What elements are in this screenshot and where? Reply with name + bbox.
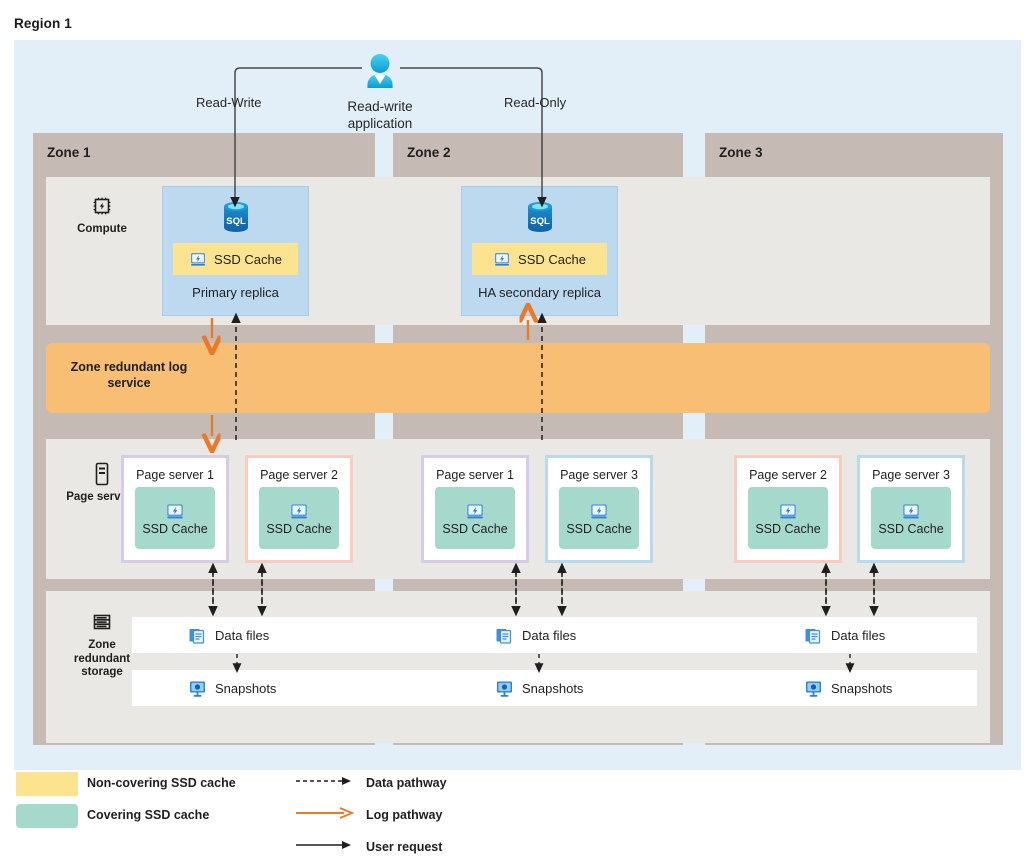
legend-label-data-pathway: Data pathway: [366, 776, 447, 790]
legend-arrow-user-request: [296, 841, 351, 849]
user-icon: [359, 52, 401, 96]
primary-replica-name: Primary replica: [192, 285, 279, 300]
read-only-path-label: Read-Only: [504, 95, 567, 110]
data-files-item[interactable]: Data files: [188, 617, 269, 653]
ssd-icon: [493, 250, 511, 268]
data-files-item[interactable]: Data files: [495, 617, 576, 653]
compute-row-label: Compute: [64, 193, 140, 237]
ssd-cache-chip: SSD Cache: [871, 487, 951, 549]
ssd-cache-chip: SSD Cache: [173, 243, 298, 275]
page-server-title: Page server 1: [436, 468, 514, 482]
svg-text:SQL: SQL: [226, 216, 246, 227]
legend-label-log-pathway: Log pathway: [366, 808, 443, 822]
read-write-path-label: Read-Write: [196, 95, 262, 110]
ssd-icon: [464, 501, 486, 521]
page-servers-row-label: Page servers: [64, 461, 140, 505]
log-service-label: Zone redundant log service: [70, 360, 188, 390]
page-server-card[interactable]: Page server 3 SSD Cache: [545, 455, 653, 563]
snapshot-item[interactable]: Snapshots: [804, 670, 892, 706]
ssd-cache-label: SSD Cache: [755, 521, 821, 536]
page-server-title: Page server 3: [560, 468, 638, 482]
snapshot-icon: [188, 679, 207, 698]
ssd-icon: [900, 501, 922, 521]
data-files-icon: [804, 626, 823, 645]
ssd-icon: [189, 250, 207, 268]
storage-band: Zone redundant storage: [46, 591, 990, 743]
ssd-icon: [288, 501, 310, 521]
snapshot-label: Snapshots: [522, 680, 584, 696]
ssd-cache-chip: SSD Cache: [259, 487, 339, 549]
storage-stack-icon: [64, 609, 140, 635]
ssd-cache-label: SSD Cache: [878, 521, 944, 536]
snapshot-label: Snapshots: [831, 680, 893, 696]
legend-swatch-covering: [16, 804, 78, 828]
ssd-cache-label: SSD Cache: [214, 251, 282, 267]
primary-replica-card[interactable]: SQL SSD Cache Primary replica: [162, 186, 309, 316]
read-write-application-node[interactable]: Read-write application: [330, 52, 430, 132]
snapshots-row: Snapshots Snapshots Snapshots: [132, 670, 977, 706]
snapshot-item[interactable]: Snapshots: [495, 670, 583, 706]
ssd-icon: [164, 501, 186, 521]
page-server-card[interactable]: Page server 1 SSD Cache: [421, 455, 529, 563]
data-files-row: Data files Data files Data files: [132, 617, 977, 653]
region-title: Region 1: [14, 16, 72, 31]
ssd-cache-chip: SSD Cache: [559, 487, 639, 549]
data-files-icon: [188, 626, 207, 645]
legend-label-user-request: User request: [366, 840, 443, 854]
ssd-icon: [588, 501, 610, 521]
storage-row-caption: Zone redundant storage: [73, 639, 131, 678]
snapshot-label: Snapshots: [215, 680, 277, 696]
ssd-cache-chip: SSD Cache: [435, 487, 515, 549]
ha-secondary-replica-name: HA secondary replica: [478, 285, 601, 300]
legend-label-covering: Covering SSD cache: [87, 808, 210, 822]
ssd-cache-label: SSD Cache: [566, 521, 632, 536]
page-server-card[interactable]: Page server 1 SSD Cache: [121, 455, 229, 563]
ssd-cache-label: SSD Cache: [442, 521, 508, 536]
ssd-cache-label: SSD Cache: [266, 521, 332, 536]
compute-row-caption: Compute: [77, 223, 127, 235]
page-server-card[interactable]: Page server 3 SSD Cache: [857, 455, 965, 563]
page-server-title: Page server 3: [872, 468, 950, 482]
ssd-icon: [777, 501, 799, 521]
legend-swatch-non-covering: [16, 772, 78, 796]
application-label: Read-write application: [347, 99, 413, 131]
svg-text:SQL: SQL: [530, 216, 550, 227]
sql-database-icon: SQL: [163, 187, 308, 241]
data-files-label: Data files: [215, 627, 270, 643]
ssd-cache-label: SSD Cache: [142, 521, 208, 536]
data-files-item[interactable]: Data files: [804, 617, 885, 653]
zone-header-1: Zone 1: [47, 145, 91, 160]
ssd-cache-chip: SSD Cache: [748, 487, 828, 549]
log-service-band: Zone redundant log service: [46, 343, 990, 413]
data-files-icon: [495, 626, 514, 645]
snapshot-item[interactable]: Snapshots: [188, 670, 276, 706]
legend: Non-covering SSD cache Covering SSD cach…: [16, 768, 716, 863]
cpu-chip-icon: [64, 193, 140, 219]
ssd-cache-chip: SSD Cache: [135, 487, 215, 549]
legend-arrow-log-pathway: [296, 807, 355, 819]
snapshot-icon: [495, 679, 514, 698]
zone-header-3: Zone 3: [719, 145, 763, 160]
data-files-label: Data files: [831, 627, 886, 643]
page-server-title: Page server 2: [260, 468, 338, 482]
snapshot-icon: [804, 679, 823, 698]
legend-arrow-data-pathway: [296, 777, 351, 785]
page-server-title: Page server 2: [749, 468, 827, 482]
ssd-cache-chip: SSD Cache: [472, 243, 607, 275]
page-servers-row-caption: Page servers: [66, 491, 138, 503]
page-server-card[interactable]: Page server 2 SSD Cache: [734, 455, 842, 563]
server-rack-icon: [64, 461, 140, 487]
page-server-title: Page server 1: [136, 468, 214, 482]
page-server-card[interactable]: Page server 2 SSD Cache: [245, 455, 353, 563]
zone-header-2: Zone 2: [407, 145, 451, 160]
ha-secondary-replica-card[interactable]: SQL SSD Cache HA secondary replica: [461, 186, 618, 316]
sql-database-icon: SQL: [462, 187, 617, 241]
storage-row-label: Zone redundant storage: [64, 609, 140, 680]
data-files-label: Data files: [522, 627, 577, 643]
legend-label-non-covering: Non-covering SSD cache: [87, 776, 236, 790]
ssd-cache-label: SSD Cache: [518, 251, 586, 267]
